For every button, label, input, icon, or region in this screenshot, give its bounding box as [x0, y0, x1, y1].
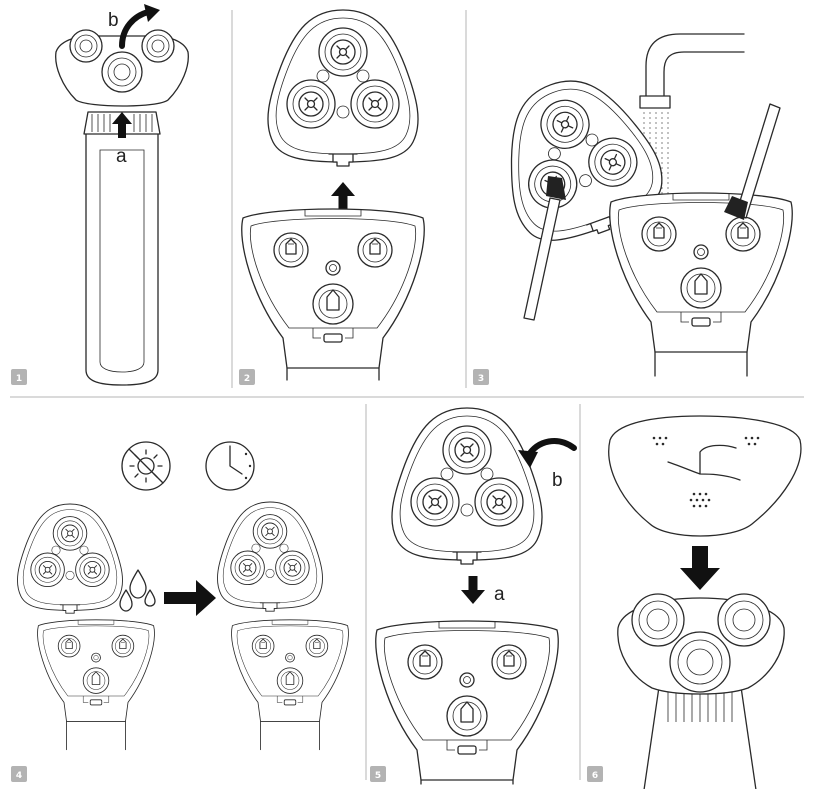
svg-text:5: 5 [375, 771, 381, 781]
panel-step-3 [480, 34, 792, 376]
arrow-a [461, 576, 485, 604]
label-a: a [494, 584, 505, 605]
panel-step-5: b a [376, 408, 574, 784]
step-badge-2: 2 [239, 369, 255, 385]
panel-step-2 [242, 10, 424, 380]
shaving-head-illustration [392, 408, 542, 564]
svg-text:6: 6 [592, 771, 598, 781]
svg-text:2: 2 [244, 374, 250, 384]
water-drops-icon [120, 570, 155, 611]
shaving-head-illustration [17, 504, 122, 613]
panel-step-1: a b [56, 4, 189, 385]
step-badge-1: 1 [11, 369, 27, 385]
open-shaver-illustration [38, 620, 155, 750]
open-shaver-illustration [376, 621, 558, 784]
step-badge-4: 4 [11, 766, 27, 782]
cover-illustration [609, 416, 801, 536]
arrow-right [164, 580, 216, 616]
shaver-illustration [56, 30, 189, 385]
svg-text:4: 4 [16, 771, 22, 781]
label-b: b [552, 470, 563, 491]
step-badge-6: 6 [587, 766, 603, 782]
open-shaver-illustration [242, 209, 424, 380]
open-shaver-illustration [610, 193, 792, 376]
shaving-head-illustration [268, 10, 418, 166]
no-sun-icon [122, 442, 170, 490]
svg-text:1: 1 [16, 374, 22, 384]
shaver-illustration [618, 594, 784, 789]
shaving-head-illustration [217, 502, 322, 611]
label-b: b [108, 10, 119, 31]
step-badge-3: 3 [473, 369, 489, 385]
panel-step-4 [17, 442, 348, 750]
panel-step-6 [609, 416, 801, 789]
arrow-up [331, 182, 355, 210]
label-a: a [116, 146, 127, 167]
svg-text:3: 3 [478, 374, 484, 384]
open-shaver-illustration [232, 620, 349, 750]
step-badge-5: 5 [370, 766, 386, 782]
clock-icon [206, 442, 254, 490]
arrow-down [680, 546, 720, 590]
